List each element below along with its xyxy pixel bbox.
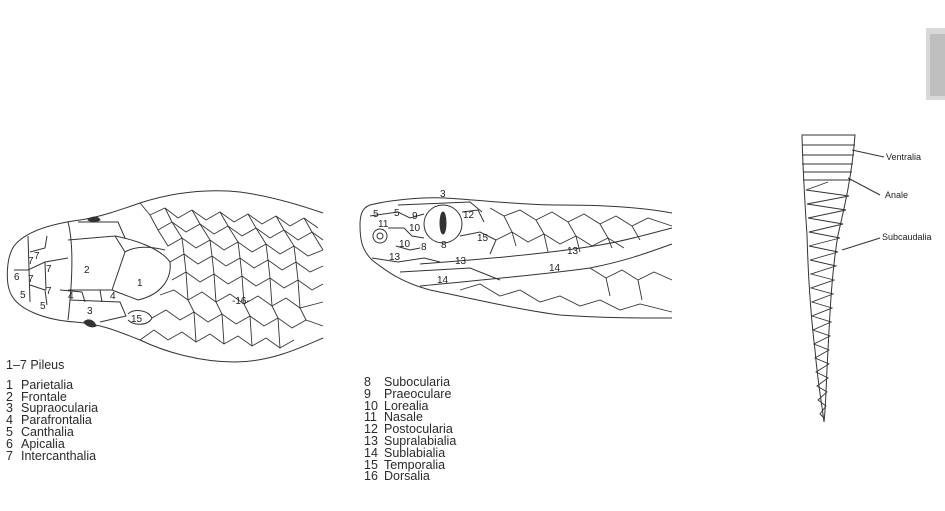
legend-term: Intercanthalia xyxy=(21,449,96,463)
side-label-13c: 13 xyxy=(567,246,579,257)
top-label-1: 1 xyxy=(137,278,143,289)
top-label-2: 2 xyxy=(84,265,90,276)
top-label-4b: 4 xyxy=(110,291,116,302)
legend-term: Dorsalia xyxy=(384,469,430,483)
side-label-5b: 5 xyxy=(394,208,400,219)
legend-num: 16 xyxy=(364,471,382,483)
side-label-9: 9 xyxy=(412,211,418,222)
legend-pileus-title: Pileus xyxy=(30,358,64,372)
subcaudalia-leader xyxy=(842,238,880,250)
legend-scales: 8Subocularia 9Praeoculare 10Lorealia 11N… xyxy=(364,377,456,483)
subcaudalia-label: Subcaudalia xyxy=(882,232,932,242)
side-label-15: 15 xyxy=(477,233,489,244)
top-label-3: 3 xyxy=(87,306,93,317)
head-top-view: 1 2 3 4 4 5 5 6 7 7 7 7 7 15 -16- xyxy=(7,191,323,362)
head-side-outline xyxy=(360,198,672,318)
legend-pileus-range: 1–7 xyxy=(6,358,27,372)
top-label-6: 6 xyxy=(14,272,20,283)
subcaudal-zigzag xyxy=(806,182,849,418)
top-label-5b: 5 xyxy=(40,301,46,312)
head-side-view: 3 5 5 9 11 10 10 8 8 12 15 13 13 13 14 1… xyxy=(360,189,672,318)
side-label-13b: 13 xyxy=(455,256,467,267)
dorsal-scales-top xyxy=(140,203,323,348)
side-label-14b: 14 xyxy=(549,263,561,274)
side-label-14a: 14 xyxy=(437,275,449,286)
top-label-7c: 7 xyxy=(28,274,34,285)
side-label-12: 12 xyxy=(463,210,475,221)
top-label-7d: 7 xyxy=(46,286,52,297)
side-label-3: 3 xyxy=(440,189,446,200)
anale-label: Anale xyxy=(885,190,908,200)
dorsal-scales-side xyxy=(460,208,672,312)
side-label-8a: 8 xyxy=(421,242,427,253)
legend-pileus-title-row: 1–7 Pileus xyxy=(6,360,98,372)
top-label-4a: 4 xyxy=(68,291,74,302)
ventral-plates xyxy=(802,145,855,180)
legend-left-item: 7 Intercanthalia xyxy=(6,451,98,463)
ventralia-label: Ventralia xyxy=(886,152,921,162)
anale-leader xyxy=(848,178,880,195)
top-label-7b: 7 xyxy=(46,264,52,275)
side-label-10b: 10 xyxy=(399,239,411,250)
side-label-8b: 8 xyxy=(441,240,447,251)
top-label-5a: 5 xyxy=(20,290,26,301)
legend-num: 7 xyxy=(6,451,17,463)
top-label-15: 15 xyxy=(131,314,143,325)
side-label-13a: 13 xyxy=(389,252,401,263)
tail-ventral-view: Ventralia Anale Subcaudalia xyxy=(802,135,932,422)
side-label-10a: 10 xyxy=(409,223,421,234)
ventralia-leader xyxy=(852,150,884,157)
top-label-16: -16- xyxy=(232,296,250,307)
corner-artifact xyxy=(926,28,945,100)
side-label-11: 11 xyxy=(378,219,389,230)
top-label-7e: 7 xyxy=(34,251,40,262)
